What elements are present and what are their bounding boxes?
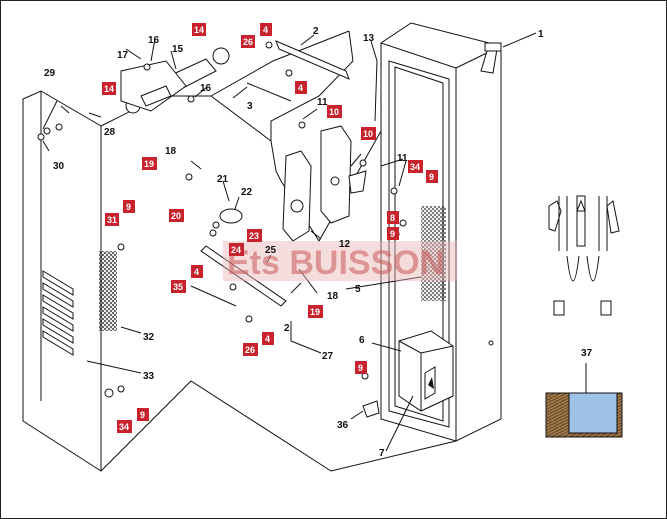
label-part-2: 2: [284, 323, 290, 334]
badge-part-19: 19: [144, 159, 154, 169]
label-part-25: 25: [265, 245, 277, 256]
label-part-33: 33: [143, 371, 155, 382]
label-part-5: 5: [355, 284, 361, 295]
part-labels: 1 2 3 11 11 12 13 15 16 16 17 18 18 21 2…: [44, 26, 593, 459]
badge-part-35: 35: [173, 282, 183, 292]
badge-labels: 14 4 26 14 4 10 10 34 9 19 31 9 20 23 24…: [102, 23, 438, 433]
badge-part-14: 14: [194, 25, 204, 35]
label-part-3: 3: [247, 101, 253, 112]
label-part-29: 29: [44, 68, 56, 79]
badge-part-23: 23: [249, 231, 259, 241]
badge-part-34: 34: [410, 162, 420, 172]
detail-inset-37: [545, 363, 623, 438]
badge-part-31: 31: [107, 215, 117, 225]
watermark: Ets BUISSON: [223, 241, 457, 282]
label-part-7: 7: [379, 448, 385, 459]
badge-part-9: 9: [390, 229, 395, 239]
label-part-11: 11: [397, 153, 408, 164]
label-part-18: 18: [327, 291, 339, 302]
label-part-30: 30: [53, 161, 65, 172]
badge-part-9: 9: [140, 410, 145, 420]
label-part-1: 1: [538, 29, 544, 40]
label-part-16: 16: [148, 35, 160, 46]
badge-part-4: 4: [194, 267, 199, 277]
door-louvres: [42, 270, 74, 356]
label-part-21: 21: [217, 174, 229, 185]
detail-inset-contacts: [548, 195, 620, 316]
rail-lower: [200, 245, 287, 307]
label-part-15: 15: [172, 44, 184, 55]
badge-part-10: 10: [363, 129, 373, 139]
label-part-37: 37: [581, 348, 593, 359]
label-part-16: 16: [200, 83, 212, 94]
label-part-12: 12: [339, 239, 351, 250]
badge-part-9: 9: [429, 172, 434, 182]
rail-top: [275, 40, 350, 80]
badge-part-34: 34: [119, 422, 129, 432]
badge-part-9: 9: [358, 363, 363, 373]
badge-part-26: 26: [245, 345, 255, 355]
badge-part-10: 10: [329, 107, 339, 117]
badge-part-4: 4: [263, 25, 268, 35]
label-part-22: 22: [241, 187, 253, 198]
badge-part-9: 9: [126, 202, 131, 212]
label-part-6: 6: [359, 335, 365, 346]
badge-part-4: 4: [265, 334, 270, 344]
svg-text:Ets BUISSON: Ets BUISSON: [227, 244, 444, 282]
label-part-32: 32: [143, 332, 155, 343]
electrical-box: [398, 330, 454, 412]
badge-part-19: 19: [310, 307, 320, 317]
label-part-18: 18: [165, 146, 177, 157]
label-part-17: 17: [117, 50, 129, 61]
label-part-11: 11: [317, 97, 328, 108]
leader-lines: [42, 32, 537, 452]
badge-part-8: 8: [390, 213, 395, 223]
label-part-36: 36: [337, 420, 349, 431]
rotor-assembly: [120, 47, 230, 114]
cabinet-body: [380, 22, 502, 442]
badge-part-24: 24: [231, 245, 241, 255]
label-part-27: 27: [322, 351, 334, 362]
badge-part-14: 14: [104, 84, 114, 94]
label-part-13: 13: [363, 33, 375, 44]
badge-part-20: 20: [171, 211, 181, 221]
badge-part-4: 4: [298, 83, 303, 93]
label-part-2: 2: [313, 26, 319, 37]
label-part-28: 28: [104, 127, 116, 138]
badge-part-26: 26: [243, 37, 253, 47]
bracket-assembly: [282, 125, 367, 242]
door-panel: [22, 90, 117, 472]
